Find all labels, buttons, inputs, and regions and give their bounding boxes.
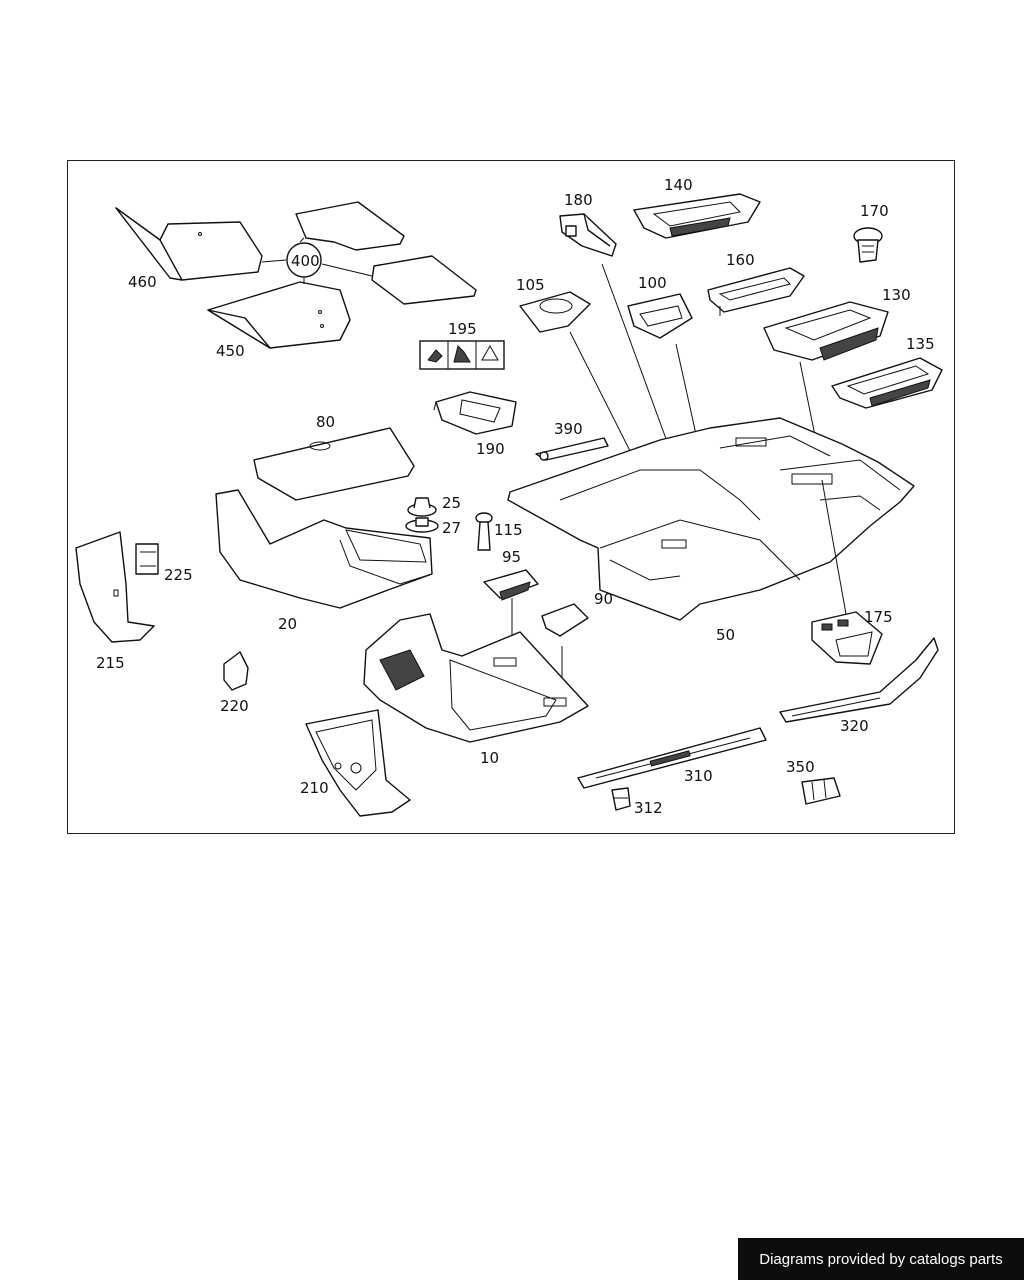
callout-labels: 460 400 450 195 190 180 140 170 160 130 … [96,176,935,817]
part-225-bracket[interactable] [135,543,159,575]
part-175-switch-panel[interactable] [811,611,883,665]
part-210-trim-panel[interactable] [305,709,411,817]
label-450: 450 [216,342,245,360]
part-10-floor-section[interactable] [363,613,589,743]
part-170-clip[interactable] [853,227,883,263]
part-195-warning-label[interactable] [419,340,505,370]
diagram-frame [67,160,955,834]
part-460-floor-mat[interactable] [115,207,263,281]
label-312: 312 [634,799,663,817]
label-220: 220 [220,697,249,715]
part-350-clip[interactable] [801,777,841,805]
part-130-console-tray[interactable] [763,301,889,361]
part-20-floor-section[interactable] [215,489,433,609]
label-105: 105 [516,276,545,294]
part-140-storage-bin[interactable] [633,193,761,239]
label-310: 310 [684,767,713,785]
label-27: 27 [442,519,461,537]
part-320-sill-trim[interactable] [779,637,939,723]
part-135-tray[interactable] [831,357,943,409]
part-312-clip[interactable] [611,787,631,811]
part-180-holder[interactable] [559,213,677,467]
label-390: 390 [554,420,583,438]
part-190-cover[interactable] [433,391,517,435]
label-80: 80 [316,413,335,431]
credit-banner: Diagrams provided by catalogs parts [738,1238,1024,1280]
label-180: 180 [564,191,593,209]
label-400: 400 [291,252,320,270]
label-135: 135 [906,335,935,353]
label-195: 195 [448,320,477,338]
label-175: 175 [864,608,893,626]
part-80-cover-panel[interactable] [253,427,415,501]
label-350: 350 [786,758,815,776]
part-50-main-carpet[interactable] [507,417,915,621]
part-105-holder[interactable] [519,291,677,543]
label-100: 100 [638,274,667,292]
label-160: 160 [726,251,755,269]
label-140: 140 [664,176,693,194]
label-190: 190 [476,440,505,458]
part-27-grommet[interactable] [405,517,439,533]
label-170: 170 [860,202,889,220]
label-115: 115 [494,521,523,539]
part-390-strip[interactable] [535,437,609,461]
part-95-housing[interactable] [483,569,539,660]
part-115-pin[interactable] [475,512,493,551]
label-225: 225 [164,566,193,584]
label-460: 460 [128,273,157,291]
part-400-floor-mat-set[interactable] [261,201,477,305]
part-450-floor-mat[interactable] [207,281,351,349]
part-25-grommet[interactable] [407,497,437,517]
part-215-trim-panel[interactable] [75,531,155,643]
label-210: 210 [300,779,329,797]
label-20: 20 [278,615,297,633]
label-130: 130 [882,286,911,304]
label-215: 215 [96,654,125,672]
label-320: 320 [840,717,869,735]
part-310-sill-trim[interactable] [577,727,767,789]
label-25: 25 [442,494,461,512]
label-95: 95 [502,548,521,566]
label-90: 90 [594,590,613,608]
label-10: 10 [480,749,499,767]
part-160-tray[interactable] [707,267,805,316]
label-50: 50 [716,626,735,644]
part-220-plug[interactable] [223,651,249,691]
credit-text: Diagrams provided by catalogs parts [759,1250,1003,1268]
